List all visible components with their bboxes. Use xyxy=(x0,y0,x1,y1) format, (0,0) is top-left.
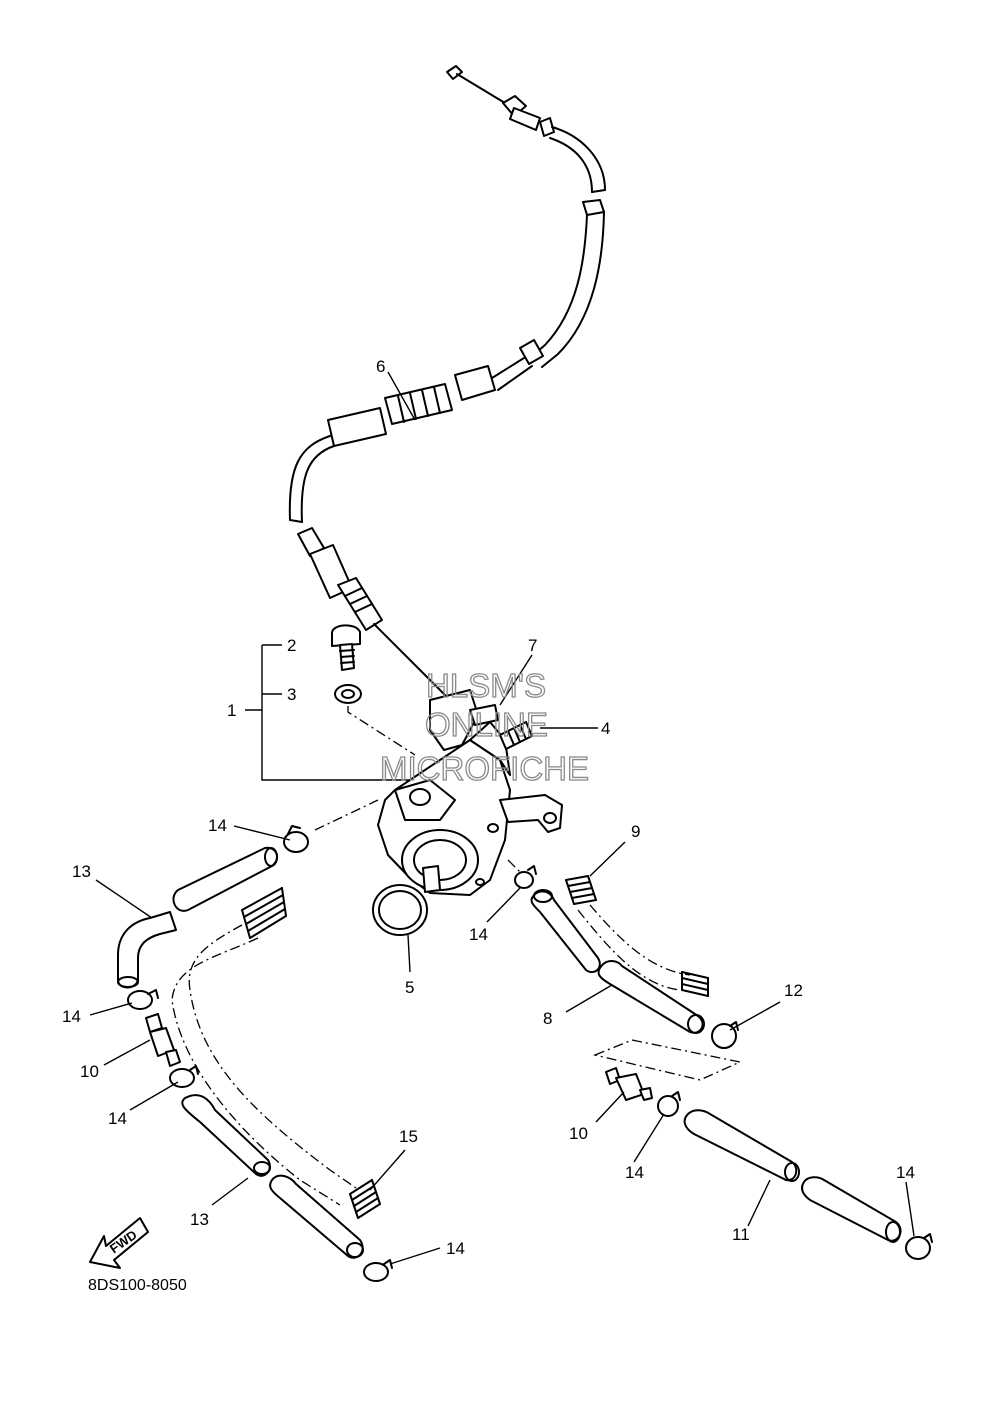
callout-labels: 6 7 2 3 1 4 14 9 13 14 5 12 14 8 10 14 1… xyxy=(62,357,915,1258)
hose-8 xyxy=(597,960,705,1034)
callout-11: 11 xyxy=(732,1225,750,1244)
watermark: HLSM'S ONLINE MICROFICHE xyxy=(379,666,589,787)
watermark-line-2: ONLINE xyxy=(425,706,548,743)
fitting xyxy=(145,1013,181,1067)
callout-14-a: 14 xyxy=(208,816,227,835)
callout-10-b: 10 xyxy=(569,1124,588,1143)
hose-right-short xyxy=(530,889,601,974)
hose-13-lower xyxy=(181,1094,271,1177)
hose-left-upper xyxy=(172,846,279,912)
watermark-line-1: HLSM'S xyxy=(426,667,546,704)
callout-6: 6 xyxy=(376,357,385,376)
callout-14-c: 14 xyxy=(62,1007,81,1026)
clamp xyxy=(711,1021,739,1049)
spring-9 xyxy=(565,875,597,905)
callout-14-b: 14 xyxy=(469,925,488,944)
hose-11-b xyxy=(801,1176,902,1243)
callout-14-f: 14 xyxy=(896,1163,915,1182)
o-ring xyxy=(372,884,428,936)
callout-7: 7 xyxy=(528,636,537,655)
fwd-arrow-icon: FWD xyxy=(89,1217,149,1269)
callout-3: 3 xyxy=(287,685,296,704)
fitting xyxy=(605,1067,653,1101)
clamp xyxy=(657,1091,681,1117)
callout-14-d: 14 xyxy=(108,1109,127,1128)
diagram-code: 8DS100-8050 xyxy=(88,1277,187,1294)
oil-pump-cable xyxy=(288,65,606,721)
callout-14-e: 14 xyxy=(625,1163,644,1182)
spring-9-end xyxy=(681,971,709,997)
callout-15: 15 xyxy=(399,1127,418,1146)
washer xyxy=(334,684,362,704)
watermark-line-3: MICROFICHE xyxy=(380,750,589,787)
clamp xyxy=(514,865,537,889)
callout-1: 1 xyxy=(227,701,236,720)
clamp xyxy=(127,989,159,1010)
hose-lower xyxy=(269,1174,364,1259)
bolt xyxy=(331,624,361,671)
callout-13-a: 13 xyxy=(72,862,91,881)
clamp xyxy=(283,825,309,853)
callout-4: 4 xyxy=(601,719,610,738)
callout-13-b: 13 xyxy=(190,1210,209,1229)
callout-12: 12 xyxy=(784,981,803,1000)
spring-lower xyxy=(349,1179,381,1219)
spring-upper xyxy=(241,887,287,939)
clamp xyxy=(905,1233,933,1260)
callout-5: 5 xyxy=(405,978,414,997)
oil-pump xyxy=(377,689,563,896)
callout-9: 9 xyxy=(631,822,640,841)
callout-2: 2 xyxy=(287,636,296,655)
callout-14-g: 14 xyxy=(446,1239,465,1258)
hose-13-bent xyxy=(117,911,177,989)
leader-lines xyxy=(89,371,915,1265)
callout-8: 8 xyxy=(543,1009,552,1028)
hose-11-a xyxy=(683,1109,800,1182)
clamp xyxy=(363,1259,393,1282)
callout-10-a: 10 xyxy=(80,1062,99,1081)
